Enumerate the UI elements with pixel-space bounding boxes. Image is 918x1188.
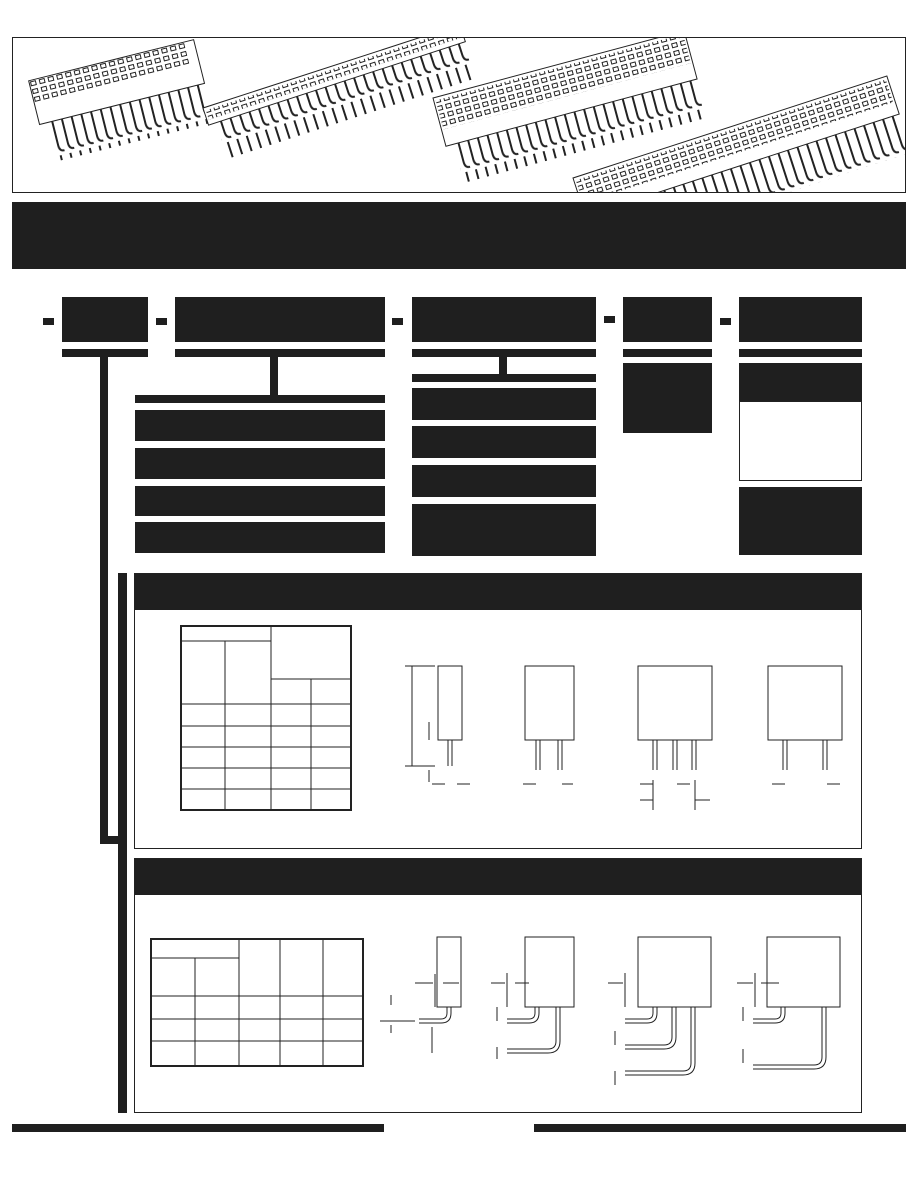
part-field-box <box>739 297 862 342</box>
right-angle-table <box>150 938 364 1067</box>
section-title-bar <box>135 859 861 895</box>
connector-strips-illustration-icon <box>28 38 905 192</box>
option-box <box>135 486 385 516</box>
tree-line <box>100 836 125 844</box>
footer-bar-left <box>12 1124 384 1132</box>
option-box <box>412 388 596 420</box>
part-field-box <box>412 297 596 342</box>
part-number-dash <box>43 318 54 325</box>
field-underline <box>739 349 862 357</box>
tree-line <box>270 356 278 398</box>
straight-table <box>180 625 352 811</box>
part-field-box <box>623 297 712 342</box>
part-field-box <box>62 297 148 342</box>
part-number-dash <box>156 318 167 325</box>
option-box <box>739 487 862 555</box>
part-field-box <box>175 297 385 342</box>
option-box <box>135 448 385 479</box>
footer-page-label <box>384 1120 534 1136</box>
footer-bar-right <box>534 1124 906 1132</box>
option-box <box>623 363 712 433</box>
part-number-dash <box>720 318 731 325</box>
field-underline <box>175 349 385 357</box>
field-underline <box>623 349 712 357</box>
straight-pin-drawings <box>405 665 843 810</box>
tree-line <box>135 395 385 403</box>
field-underline <box>412 349 596 357</box>
part-number-dash <box>604 316 615 323</box>
right-angle-section <box>134 858 862 1113</box>
field-underline <box>62 349 148 357</box>
option-box <box>412 465 596 497</box>
tree-line <box>499 356 507 376</box>
straight-section <box>134 573 862 849</box>
tree-line <box>412 374 596 382</box>
tree-line <box>100 356 108 844</box>
option-box <box>412 504 596 556</box>
product-photo-frame <box>12 37 906 193</box>
section-side-bar <box>118 573 127 1113</box>
option-box <box>739 363 862 401</box>
option-box <box>135 410 385 441</box>
section-title-bar <box>135 574 861 610</box>
part-number-dash <box>392 318 403 325</box>
right-angle-pin-drawings <box>380 936 841 1085</box>
option-box <box>135 522 385 553</box>
title-bar <box>12 202 906 269</box>
option-box <box>412 426 596 458</box>
option-note-box <box>739 401 862 481</box>
